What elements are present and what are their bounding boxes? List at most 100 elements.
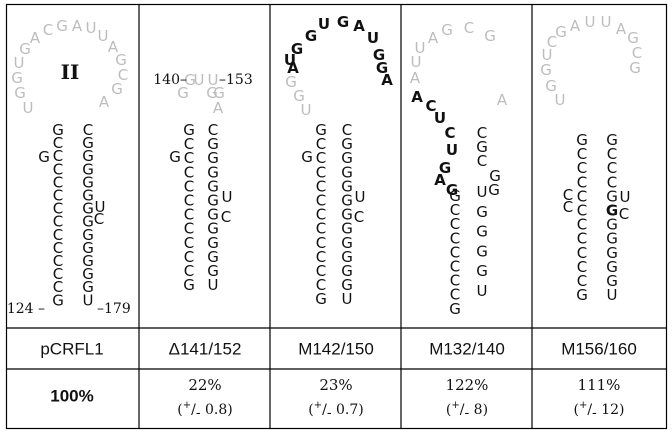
nucleotide: G <box>341 262 353 280</box>
nucleotide: C <box>563 186 573 204</box>
nucleotide: G <box>19 40 31 58</box>
nucleotide: G <box>82 226 94 244</box>
nucleotide: C <box>53 252 63 270</box>
nucleotide: G <box>207 135 219 153</box>
nucleotide: G <box>207 262 219 280</box>
nucleotide: G <box>341 135 353 153</box>
nucleotide: C <box>184 163 194 181</box>
nucleotide: C <box>577 173 587 191</box>
construct-label-m132-140: M132/140 <box>429 340 505 359</box>
nucleotide: A <box>287 59 299 77</box>
nucleotide: U <box>208 276 219 294</box>
nucleotide: G <box>52 291 64 309</box>
nucleotide: G <box>207 192 219 210</box>
nucleotide: U <box>446 141 458 159</box>
nucleotide: C <box>577 230 587 248</box>
domain-roman-numeral: II <box>61 60 80 84</box>
nucleotide: A <box>410 69 421 87</box>
nucleotide: G <box>115 51 127 69</box>
nucleotide: C <box>450 201 460 219</box>
nucleotide: G <box>11 69 23 87</box>
nucleotide: U <box>411 53 422 71</box>
nucleotide: C <box>53 265 63 283</box>
error-delta141-152: (+/- 0.8) <box>177 400 233 422</box>
nucleotide: U <box>23 99 34 117</box>
nucleotide: U <box>607 286 618 304</box>
construct-label-row: pCRFL1 Δ141/152 M142/150 M132/140 M156/1… <box>40 340 636 359</box>
nucleotide: G <box>82 187 94 205</box>
nucleotide: C <box>43 21 53 39</box>
nucleotide: C <box>184 262 194 280</box>
nucleotide: C <box>221 208 231 226</box>
nucleotide: C <box>577 202 587 220</box>
nucleotide: C <box>316 192 326 210</box>
error-m142-150: (+/- 0.7) <box>308 400 364 422</box>
nucleotide: U <box>415 39 426 57</box>
nucleotide: G <box>606 272 618 290</box>
nucleotide: G <box>207 220 219 238</box>
nucleotide: U <box>555 91 566 109</box>
nucleotide: G <box>476 262 488 280</box>
nucleotide: G <box>14 84 26 102</box>
nucleotide: G <box>476 138 488 156</box>
nucleotide: G <box>207 163 219 181</box>
nucleotide: C <box>477 124 487 142</box>
nucleotide: A <box>616 20 627 38</box>
nucleotide: C <box>450 243 460 261</box>
nucleotide: G <box>606 216 618 234</box>
nucleotide: G <box>111 80 123 98</box>
nucleotide: U <box>208 71 219 89</box>
error-row: (+/- 0.8) (+/- 0.7) (+/- 8) (+/- 12) <box>177 400 624 422</box>
nucleotide: C <box>450 286 460 304</box>
nucleotide: G <box>606 230 618 248</box>
nucleotide: C <box>577 216 587 234</box>
nucleotide: C <box>354 208 364 226</box>
construct-label-delta141-152: Δ141/152 <box>169 340 242 359</box>
nucleotide: C <box>53 173 63 191</box>
nucleotide: C <box>316 248 326 266</box>
nucleotide: G <box>52 121 64 139</box>
nucleotide: G <box>488 181 500 199</box>
activity-value-pcrfl1: 100% <box>50 387 93 406</box>
nucleotide: G <box>38 148 50 166</box>
nucleotide: G <box>449 187 461 205</box>
error-m156-160: (+/- 12) <box>573 400 624 422</box>
nucleotide: G <box>293 87 305 105</box>
nucleotide: G <box>207 234 219 252</box>
nucleotide: G <box>82 147 94 165</box>
nucleotide: G <box>629 59 641 77</box>
nucleotide: U <box>98 27 109 45</box>
nucleotide: C <box>316 206 326 224</box>
nucleotide: U <box>367 29 379 47</box>
nucleotide: A <box>570 17 581 35</box>
nucleotide: G <box>207 206 219 224</box>
nucleotide: U <box>542 46 553 64</box>
nucleotide: G <box>606 258 618 276</box>
nucleotide: G <box>376 59 388 77</box>
nucleotide: U <box>194 71 205 89</box>
position-label-start: 140– <box>153 72 187 88</box>
nucleotide: C <box>53 200 63 218</box>
nucleotide: C <box>94 210 104 228</box>
nucleotide: A <box>381 71 393 89</box>
nucleotide: G <box>341 149 353 167</box>
nucleotide: A <box>353 17 365 35</box>
nucleotide: C <box>316 234 326 252</box>
nucleotide: G <box>439 159 451 177</box>
nucleotide: G <box>606 131 618 149</box>
nucleotide: C <box>118 66 128 84</box>
nucleotide: G <box>291 40 303 58</box>
nucleotide: C <box>184 220 194 238</box>
nucleotide: G <box>341 248 353 266</box>
nucleotide: U <box>601 13 612 31</box>
nucleotide: U <box>83 291 94 309</box>
nucleotide: C <box>577 272 587 290</box>
nucleotide: C <box>184 206 194 224</box>
nucleotide: C <box>450 272 460 290</box>
nucleotide: C <box>184 177 194 195</box>
nucleotide: G <box>341 234 353 252</box>
nucleotide: G <box>341 163 353 181</box>
nucleotide: G <box>337 13 349 31</box>
nucleotide: U <box>585 13 596 31</box>
